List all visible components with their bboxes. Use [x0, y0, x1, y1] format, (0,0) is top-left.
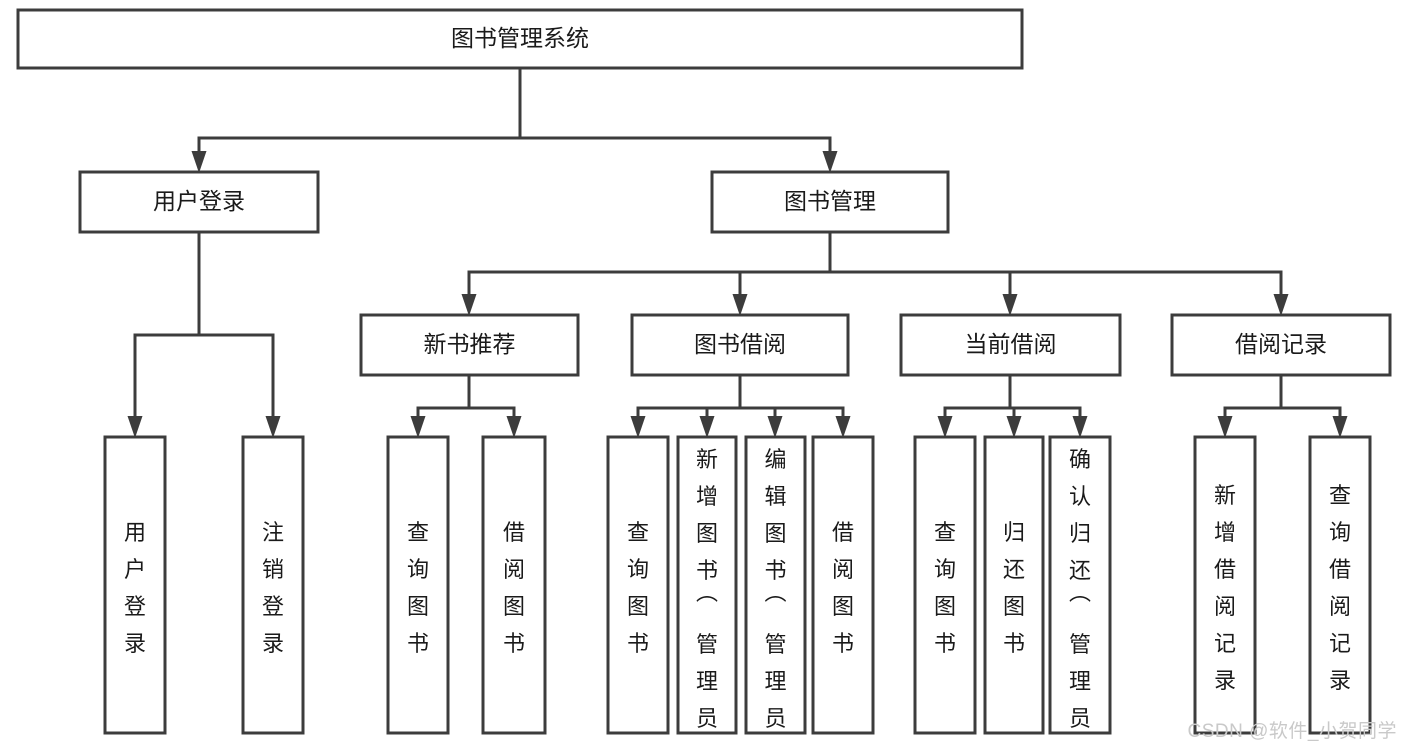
node-leaf-rec-query[interactable]: 查询图书	[386, 435, 450, 735]
node-label-leaf-user-logout: 注销登录	[262, 520, 284, 656]
node-box-leaf-brw-add[interactable]	[676, 435, 738, 735]
node-leaf-user-logout[interactable]: 注销登录	[241, 435, 305, 735]
node-box-root[interactable]	[16, 8, 1024, 70]
node-leaf-brw-edit[interactable]: 编辑图书⌒管理员⌣	[744, 435, 807, 747]
node-label-leaf-rec-borrow: 借阅图书	[503, 520, 525, 656]
node-box-borrow-record[interactable]	[1170, 313, 1392, 377]
node-label-borrow-record: 借阅记录	[1235, 331, 1327, 357]
arrow-head-icon	[822, 151, 838, 173]
node-root[interactable]: 图书管理系统	[16, 8, 1024, 70]
node-box-book-manage[interactable]	[710, 170, 950, 234]
node-box-leaf-brw-lend[interactable]	[811, 435, 875, 735]
arrow-head-icon	[127, 416, 143, 438]
node-current-borrow[interactable]: 当前借阅	[899, 313, 1122, 377]
node-label-user-login: 用户登录	[153, 188, 245, 214]
node-label-leaf-brw-edit: 编辑图书⌒管理员⌣	[764, 447, 786, 747]
node-label-leaf-user-login: 用户登录	[124, 520, 146, 656]
node-box-current-borrow[interactable]	[899, 313, 1122, 377]
connector-group-bookborrow-to-leaves	[630, 373, 851, 438]
connector-group-root-to-level2	[191, 66, 838, 173]
connector-group-userlogin-to-leaves	[127, 230, 281, 438]
node-box-leaf-user-login[interactable]	[103, 435, 167, 735]
connector-group-borrowrecord-to-leaves	[1217, 373, 1348, 438]
node-box-leaf-cur-query[interactable]	[913, 435, 977, 735]
node-label-book-manage: 图书管理	[784, 188, 876, 214]
node-book-manage[interactable]: 图书管理	[710, 170, 950, 234]
node-box-leaf-brw-query[interactable]	[606, 435, 670, 735]
node-leaf-brw-add[interactable]: 新增图书⌒管理员⌣	[676, 435, 738, 747]
node-label-book-borrow: 图书借阅	[694, 331, 786, 357]
node-box-leaf-rec-query[interactable]	[386, 435, 450, 735]
connectors-layer	[127, 66, 1348, 438]
node-box-leaf-rec-add[interactable]	[1193, 435, 1257, 735]
node-leaf-brw-lend[interactable]: 借阅图书	[811, 435, 875, 735]
node-leaf-user-login[interactable]: 用户登录	[103, 435, 167, 735]
connector-group-bookmanage-to-level3	[461, 230, 1289, 316]
node-leaf-cur-return[interactable]: 归还图书	[983, 435, 1045, 735]
node-label-leaf-brw-add: 新增图书⌒管理员⌣	[696, 447, 718, 747]
arrow-head-icon	[732, 294, 748, 316]
node-box-new-book-rec[interactable]	[359, 313, 580, 377]
node-leaf-brw-query[interactable]: 查询图书	[606, 435, 670, 735]
arrow-head-icon	[630, 416, 646, 438]
node-label-current-borrow: 当前借阅	[965, 331, 1057, 357]
arrow-head-icon	[1002, 294, 1018, 316]
arrow-head-icon	[937, 416, 953, 438]
node-new-book-rec[interactable]: 新书推荐	[359, 313, 580, 377]
node-label-leaf-rec-add: 新增借阅记录	[1214, 483, 1236, 693]
node-leaf-rec-borrow[interactable]: 借阅图书	[481, 435, 547, 735]
nodes-layer: 图书管理系统用户登录图书管理新书推荐图书借阅当前借阅借阅记录用户登录注销登录查询…	[16, 8, 1392, 747]
connector-group-newbookrec-to-leaves	[410, 373, 522, 438]
node-label-leaf-cur-return: 归还图书	[1003, 520, 1025, 656]
arrow-head-icon	[1217, 416, 1233, 438]
arrow-head-icon	[265, 416, 281, 438]
arrow-head-icon	[191, 151, 207, 173]
node-box-leaf-cur-return[interactable]	[983, 435, 1045, 735]
node-label-leaf-brw-query: 查询图书	[627, 520, 649, 656]
node-user-login[interactable]: 用户登录	[78, 170, 320, 234]
node-box-leaf-rec-search[interactable]	[1308, 435, 1372, 735]
connector-group-currentborrow-to-leaves	[937, 373, 1088, 438]
node-label-new-book-rec: 新书推荐	[424, 331, 516, 357]
arrow-head-icon	[461, 294, 477, 316]
node-leaf-rec-search[interactable]: 查询借阅记录	[1308, 435, 1372, 735]
node-leaf-cur-query[interactable]: 查询图书	[913, 435, 977, 735]
arrow-head-icon	[506, 416, 522, 438]
arrow-head-icon	[767, 416, 783, 438]
arrow-head-icon	[1273, 294, 1289, 316]
arrow-head-icon	[835, 416, 851, 438]
node-box-user-login[interactable]	[78, 170, 320, 234]
arrow-head-icon	[699, 416, 715, 438]
node-box-leaf-rec-borrow[interactable]	[481, 435, 547, 735]
arrow-head-icon	[1072, 416, 1088, 438]
node-leaf-cur-confirm[interactable]: 确认归还⌒管理员⌣	[1048, 435, 1112, 747]
node-borrow-record[interactable]: 借阅记录	[1170, 313, 1392, 377]
arrow-head-icon	[1332, 416, 1348, 438]
node-label-leaf-cur-query: 查询图书	[934, 520, 956, 656]
node-box-leaf-cur-confirm[interactable]	[1048, 435, 1112, 735]
node-box-book-borrow[interactable]	[630, 313, 850, 377]
arrow-head-icon	[410, 416, 426, 438]
node-label-root: 图书管理系统	[451, 25, 589, 51]
csdn-watermark: CSDN @软件_小贺同学	[1187, 721, 1397, 742]
node-label-leaf-rec-search: 查询借阅记录	[1329, 483, 1351, 693]
arrow-head-icon	[1006, 416, 1022, 438]
node-box-leaf-brw-edit[interactable]	[744, 435, 807, 735]
node-label-leaf-cur-confirm: 确认归还⌒管理员⌣	[1069, 447, 1091, 747]
node-label-leaf-brw-lend: 借阅图书	[832, 520, 854, 656]
node-book-borrow[interactable]: 图书借阅	[630, 313, 850, 377]
node-box-leaf-user-logout[interactable]	[241, 435, 305, 735]
node-label-leaf-rec-query: 查询图书	[407, 520, 429, 656]
node-leaf-rec-add[interactable]: 新增借阅记录	[1193, 435, 1257, 735]
